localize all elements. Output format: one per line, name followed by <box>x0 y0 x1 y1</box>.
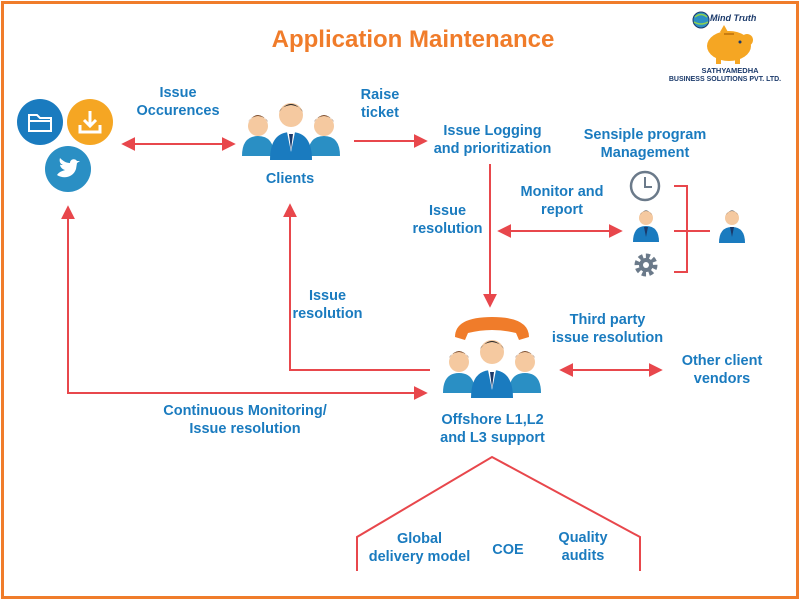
logo-company-line1: SATHYAMEDHA <box>701 66 759 75</box>
management-bracket <box>674 185 688 273</box>
logo-company-line2: BUSINESS SOLUTIONS PVT. LTD. <box>668 76 782 83</box>
delivery-house-outline <box>356 455 641 571</box>
page-title: Application Maintenance <box>271 26 555 53</box>
twitter-icon <box>45 146 91 192</box>
phone-icon <box>455 317 529 340</box>
arrow-continuous-monitoring <box>61 205 428 400</box>
logo-brand: Mind Truth <box>710 13 757 23</box>
manager-person-icon <box>719 210 745 243</box>
coe-label: COE <box>492 542 524 558</box>
gear-icon <box>634 253 658 277</box>
clock-icon <box>629 170 661 202</box>
continuous-monitoring-label: Continuous Monitoring/Issue resolution <box>163 403 327 437</box>
download-icon <box>67 99 113 145</box>
person-icon <box>633 210 659 242</box>
clients-label: Clients <box>265 171 315 187</box>
folder-icon <box>17 99 63 145</box>
